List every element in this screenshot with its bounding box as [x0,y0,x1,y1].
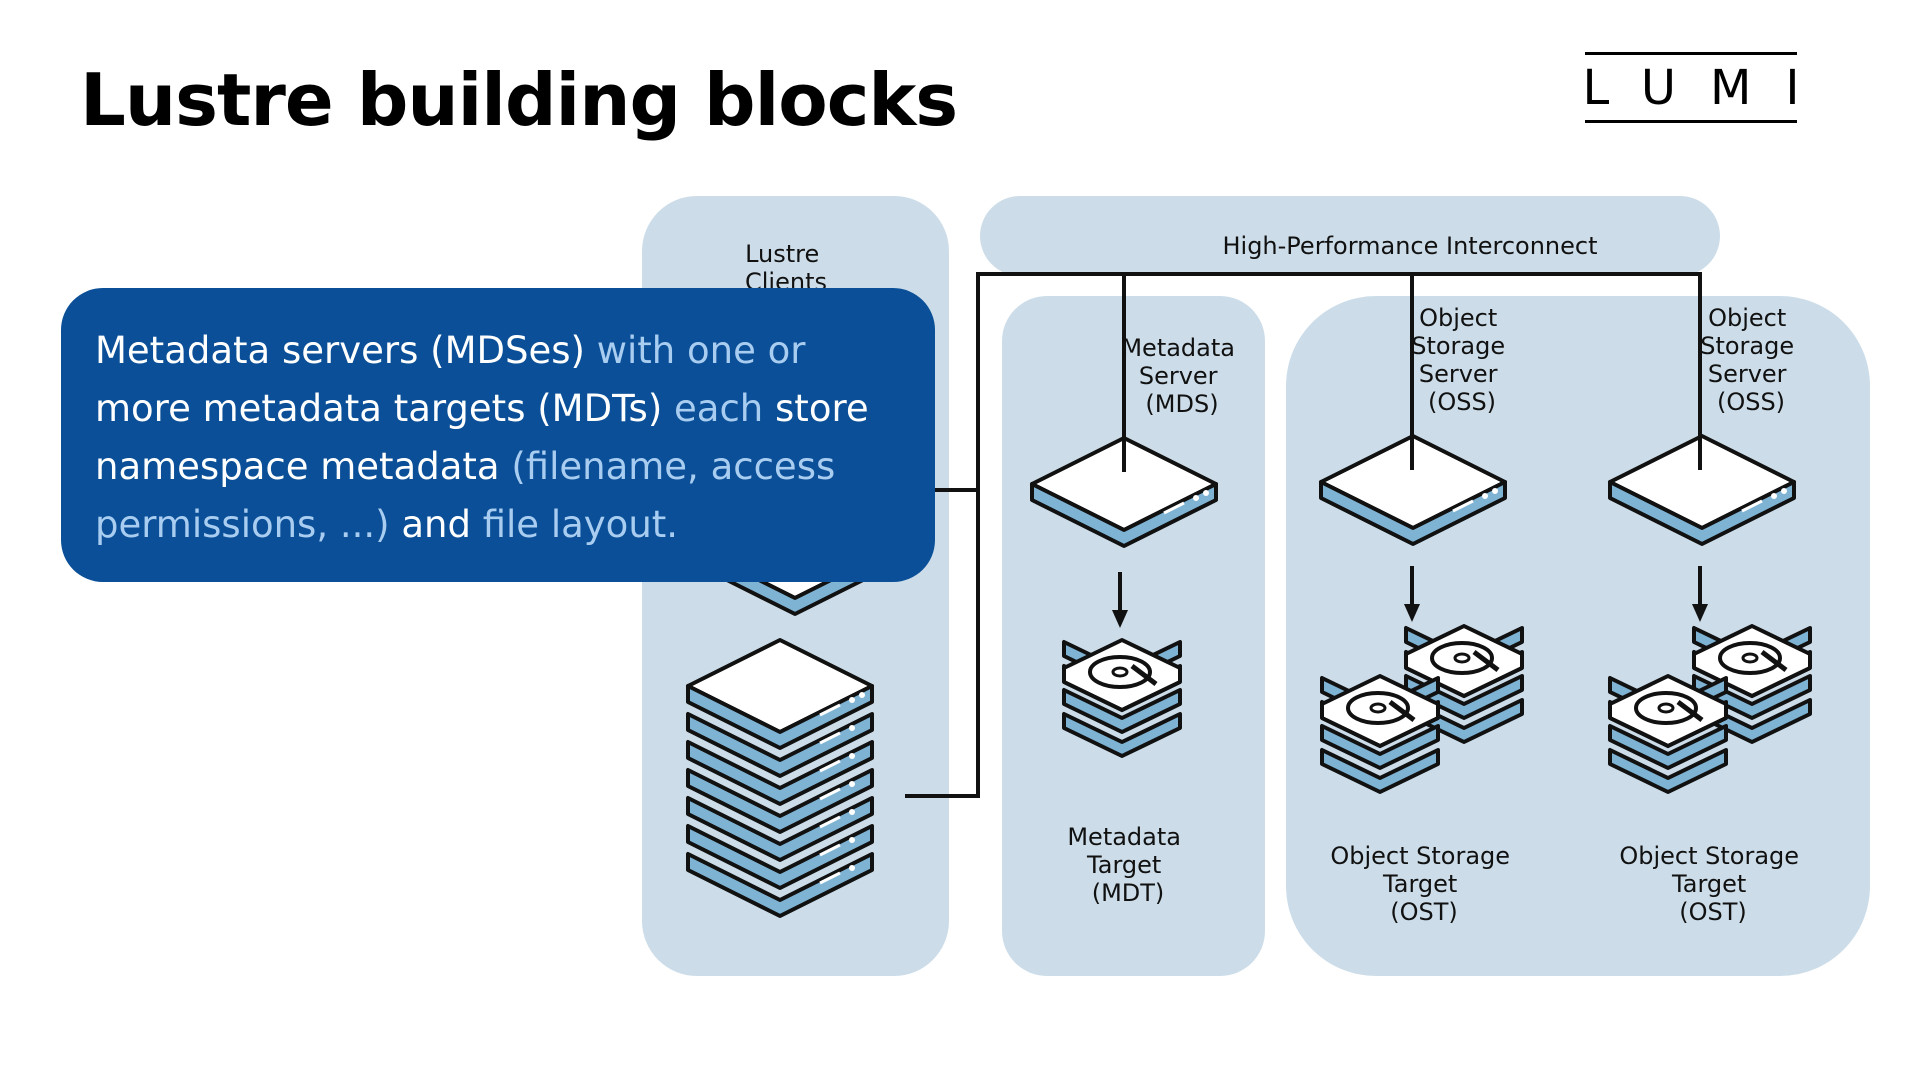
ost-label-2: Object Storage Target (OST) [1619,842,1806,926]
ost-label-1: Object Storage Target (OST) [1330,842,1517,926]
callout-text-1: Metadata servers (MDSes) [95,329,597,372]
interconnect-label: High-Performance Interconnect [1222,232,1597,260]
oss2-arrowhead [1692,604,1708,622]
oss1-arrowhead [1404,604,1420,622]
callout-text-4: each [674,387,776,430]
mdt-label: Metadata Target (MDT) [1067,823,1188,907]
callout-text-8: and [401,503,483,546]
callout-text-9: file layout. [482,503,679,546]
callout-text-6: (filename, [511,445,711,488]
oss-label-1: Object Storage Server (OSS) [1411,304,1513,416]
mds-arrowhead [1112,610,1128,628]
callout-text-7: access permissions, ...) [95,445,836,546]
callout-text-2: with one or [596,329,806,372]
interconnect-panel [980,196,1720,276]
client-link-bottom [905,490,980,798]
mds-callout-box: Metadata servers (MDSes) with one or mor… [61,288,935,582]
oss-label-2: Object Storage Server (OSS) [1700,304,1802,416]
logo-text: LUMI [1582,59,1834,116]
callout-text-3: more metadata targets (MDTs) [95,387,675,430]
callout-text-5: store namespace metadata [95,387,869,488]
slide-title: Lustre building blocks [80,58,958,142]
lumi-logo: LUMI [1582,52,1800,123]
mds-label: Metadata Server (MDS) [1121,334,1242,418]
